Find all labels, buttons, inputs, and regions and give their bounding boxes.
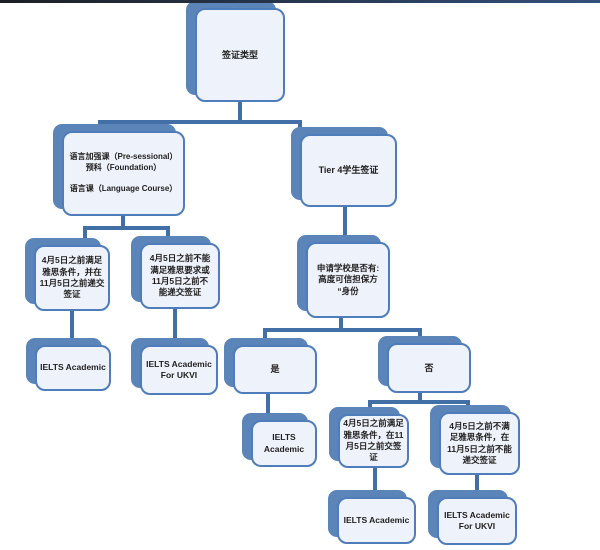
node-yes: 是 bbox=[224, 338, 317, 394]
node-not-meet-ielts-before-apr5-text: 4月5日之前不能 满足雅思要求或 11月5日之前不 能递交签证 bbox=[140, 243, 220, 309]
node-ielts-academic-yes: IELTS Academic bbox=[242, 413, 317, 467]
node-school-trusted-sponsor: 申请学校是否有: 高度可信担保方 “身份 bbox=[297, 235, 390, 318]
node-ielts-ukvi-bottom: IELTS Academic For UKVI bbox=[428, 490, 517, 545]
node-meet-ielts-before-apr5-text: 4月5日之前满足 雅思条件，并在 11月5日之前递交 签证 bbox=[34, 245, 110, 311]
node-not-meet-ielts-before-apr5: 4月5日之前不能 满足雅思要求或 11月5日之前不 能递交签证 bbox=[131, 236, 220, 309]
node-ielts-ukvi-left: IELTS Academic For UKVI bbox=[131, 338, 218, 395]
node-no: 否 bbox=[378, 336, 471, 393]
node-course-types: 语言加强课（Pre-sessional） 预科（Foundation） 语言课（… bbox=[53, 124, 185, 216]
node-school-trusted-sponsor-text: 申请学校是否有: 高度可信担保方 “身份 bbox=[306, 242, 390, 318]
node-ielts-ukvi-bottom-text: IELTS Academic For UKVI bbox=[437, 497, 517, 545]
node-ielts-academic-left-text: IELTS Academic bbox=[35, 345, 111, 391]
node-not-meet-ielts-cannot-submit: 4月5日之前不满 足雅思条件，在 11月5日之前不能 递交签证 bbox=[430, 405, 520, 475]
node-tier4-visa: Tier 4学生签证 bbox=[291, 127, 397, 207]
node-meet-ielts-submit-text: 4月5日之前满足 雅思条件，在11 月5日之前交签证 bbox=[338, 414, 409, 468]
node-course-types-text: 语言加强课（Pre-sessional） 预科（Foundation） 语言课（… bbox=[62, 131, 185, 216]
node-visa-type: 签证类型 bbox=[186, 1, 285, 102]
node-not-meet-ielts-cannot-submit-text: 4月5日之前不满 足雅思条件，在 11月5日之前不能 递交签证 bbox=[439, 412, 520, 475]
node-meet-ielts-before-apr5: 4月5日之前满足 雅思条件，并在 11月5日之前递交 签证 bbox=[25, 238, 110, 311]
node-ielts-academic-yes-text: IELTS Academic bbox=[251, 420, 317, 467]
node-no-text: 否 bbox=[387, 343, 471, 393]
bottom-border-line bbox=[0, 0, 600, 3]
node-ielts-academic-left: IELTS Academic bbox=[26, 338, 111, 391]
node-ielts-academic-bottom: IELTS Academic bbox=[328, 490, 416, 544]
node-ielts-ukvi-left-text: IELTS Academic For UKVI bbox=[140, 345, 218, 395]
node-ielts-academic-bottom-text: IELTS Academic bbox=[337, 497, 416, 544]
node-yes-text: 是 bbox=[233, 345, 317, 394]
node-tier4-visa-text: Tier 4学生签证 bbox=[300, 134, 397, 207]
node-visa-type-text: 签证类型 bbox=[195, 8, 285, 102]
node-meet-ielts-submit: 4月5日之前满足 雅思条件，在11 月5日之前交签证 bbox=[329, 407, 409, 468]
